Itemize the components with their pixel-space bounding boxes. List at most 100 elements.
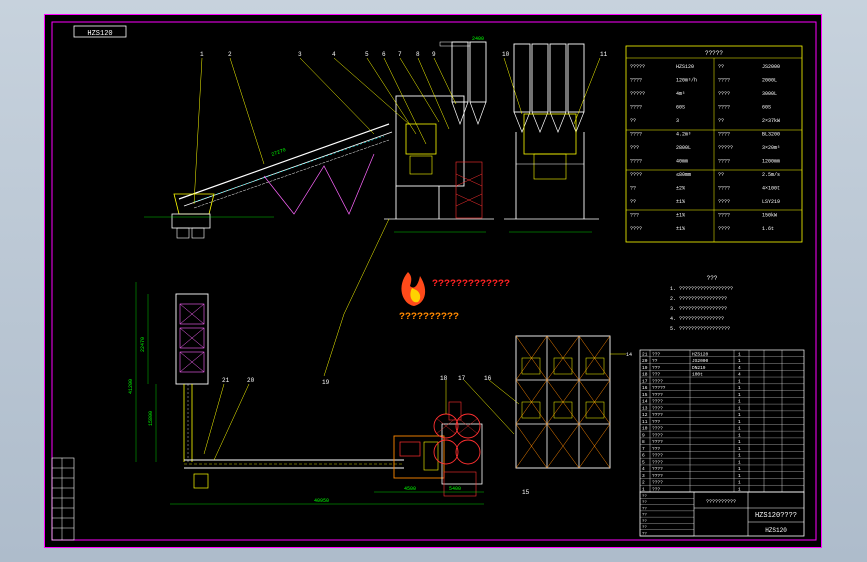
param-value: 2800L xyxy=(676,145,691,151)
bom-item-number: 3 xyxy=(642,473,645,479)
bom-item-qty: 1 xyxy=(738,446,741,452)
param-label: ???? xyxy=(718,78,730,84)
part-number: 10 xyxy=(502,51,510,58)
bom-item-number: 13 xyxy=(642,405,648,411)
param-value: 60S xyxy=(762,105,771,111)
title-block-row-label: ?? xyxy=(642,501,647,505)
belt-length-dimension: 27270 xyxy=(271,147,287,158)
bom-item-spec: JS2000 xyxy=(692,358,709,364)
bom-item-number: 18 xyxy=(642,372,648,378)
part-number: 11 xyxy=(600,51,608,58)
notes-title: ??? xyxy=(707,275,718,282)
bom-item-number: 2 xyxy=(642,480,645,486)
silo-height-dimension: 2400 xyxy=(472,36,484,42)
bom-item-name: ???? xyxy=(652,459,663,465)
bom-item-name: ??? xyxy=(652,446,660,452)
bom-item-qty: 1 xyxy=(738,378,741,384)
parameter-table-title: ????? xyxy=(705,50,723,57)
bom-item-qty: 1 xyxy=(738,351,741,357)
bom-item-qty: 1 xyxy=(738,385,741,391)
param-value: 2.5m/s xyxy=(762,172,780,178)
bom-item-name: ???? xyxy=(652,466,663,472)
bom-item-qty: 1 xyxy=(738,405,741,411)
param-value: ±1% xyxy=(676,199,685,205)
param-value: 120m³/h xyxy=(676,78,697,84)
bom-item-name: ????? xyxy=(652,385,666,391)
param-label: ????? xyxy=(630,64,645,70)
cad-drawing: HZS120 xyxy=(44,14,822,548)
bom-item-name: ?? xyxy=(652,358,658,364)
param-label: ???? xyxy=(630,172,642,178)
param-value: LSY219 xyxy=(762,199,780,205)
drawing-sheet[interactable]: HZS120 xyxy=(44,14,822,548)
bom-item-qty: 1 xyxy=(738,419,741,425)
bom-item-number: 7 xyxy=(642,446,645,452)
param-value: 40mm xyxy=(676,159,688,165)
bom-item-name: ??? xyxy=(652,372,660,378)
param-label: ???? xyxy=(718,159,730,165)
param-label: ?? xyxy=(718,118,724,124)
technical-notes: ??? 1. ?????????????????? 2. ???????????… xyxy=(670,275,733,332)
param-label: ???? xyxy=(718,91,730,97)
note-line: 4. ??????????????? xyxy=(670,316,724,322)
bom-item-number: 21 xyxy=(642,351,648,357)
bom-item-number: 20 xyxy=(642,358,648,364)
bom-item-spec: DN219 xyxy=(692,365,706,371)
bom-item-name: ???? xyxy=(652,432,663,438)
bom-item-number: 8 xyxy=(642,439,645,445)
param-value: ≤80mm xyxy=(676,172,691,178)
bom-item-number: 1 xyxy=(642,487,645,493)
param-value: 4×100t xyxy=(762,186,780,192)
part-number: 5 xyxy=(365,51,369,58)
bom-item-qty: 1 xyxy=(738,480,741,486)
title-block-drawing-number: HZS120 xyxy=(765,527,787,534)
drawing-tag: HZS120 xyxy=(87,30,112,38)
elevation-conveyor xyxy=(144,123,393,239)
title-block-row-label: ?? xyxy=(642,526,647,530)
param-value: 60S xyxy=(676,105,685,111)
note-line: 3. ???????????????? xyxy=(670,306,727,312)
param-value: 4m³ xyxy=(676,91,685,97)
param-label: ????? xyxy=(718,145,733,151)
bom-item-name: ???? xyxy=(652,399,663,405)
elevation-tower xyxy=(384,41,494,233)
bom-item-qty: 1 xyxy=(738,432,741,438)
param-label: ???? xyxy=(630,159,642,165)
bom-item-name: ??? xyxy=(652,351,660,357)
param-label: ?? xyxy=(718,172,724,178)
bom-item-qty: 1 xyxy=(738,466,741,472)
bom-item-number: 9 xyxy=(642,432,645,438)
bom-item-number: 19 xyxy=(642,365,648,371)
title-block-row-label: ?? xyxy=(642,495,647,499)
part-number: 4 xyxy=(332,51,336,58)
param-value: 3000L xyxy=(762,91,777,97)
bom-item-name: ???? xyxy=(652,439,663,445)
bom-item-qty: 1 xyxy=(738,399,741,405)
title-block-row-label: ?? xyxy=(642,533,647,537)
param-value: 1.6t xyxy=(762,226,774,232)
plan-width-dimension: 40950 xyxy=(314,498,329,504)
bom-item-qty: 1 xyxy=(738,439,741,445)
part-number: 14 xyxy=(626,352,632,358)
sheet-border xyxy=(44,14,822,548)
param-label: ???? xyxy=(630,105,642,111)
bom-item-qty: 1 xyxy=(738,473,741,479)
bom-item-qty: 1 xyxy=(738,487,741,493)
plan-view: 41200 22470 15800 40950 5400 4500 21 20 … xyxy=(128,218,530,505)
bom-item-name: ??? xyxy=(652,487,660,493)
side-height-dimension: 22470 xyxy=(140,337,146,352)
bom-item-qty: 1 xyxy=(738,358,741,364)
param-value: 2×37kW xyxy=(762,118,780,124)
parameter-table: ????? ????? HZS120???? 120m³/h????? 4m³????… xyxy=(625,45,803,243)
param-label: ???? xyxy=(718,213,730,219)
param-value: HZS120 xyxy=(676,64,694,70)
param-label: ?? xyxy=(630,199,636,205)
param-value: 150kW xyxy=(762,213,777,219)
param-label: ???? xyxy=(718,186,730,192)
part-number: 18 xyxy=(440,375,448,382)
logo-text-sub: ?????????? xyxy=(399,312,459,323)
span-dimension: 15800 xyxy=(148,411,154,426)
title-block-row-label: ?? xyxy=(642,520,647,524)
bom-item-number: 17 xyxy=(642,378,648,384)
